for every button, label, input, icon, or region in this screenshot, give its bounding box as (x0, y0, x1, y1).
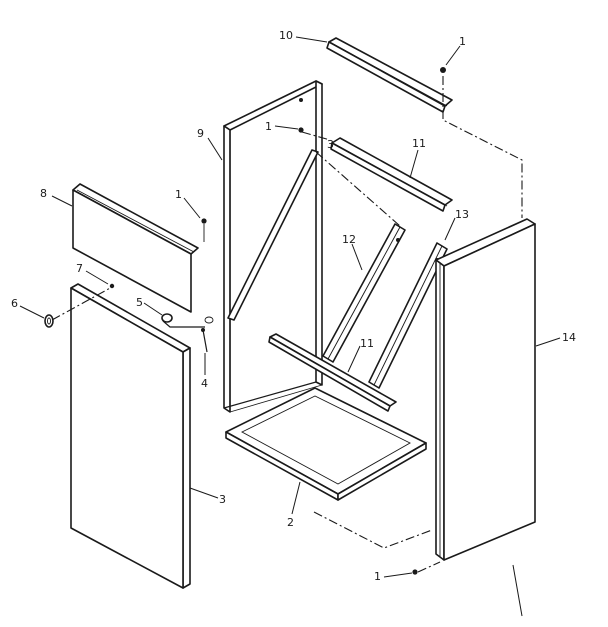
screw-part-1-left (201, 218, 207, 242)
top-rail-part-10 (326, 37, 453, 113)
brace-part-12 (322, 223, 406, 363)
callout-11-top: 11 (412, 137, 426, 150)
lower-front-panel-part-3 (70, 283, 191, 589)
callout-7: 7 (76, 262, 83, 275)
callout-labels: 1 10 9 1 3 11 8 1 13 12 7 6 5 4 11 14 3 … (11, 29, 576, 583)
screw-part-1-bottom (412, 569, 418, 575)
callout-4: 4 (201, 377, 208, 390)
callout-5: 5 (136, 296, 143, 309)
callout-10: 10 (279, 29, 293, 42)
callout-8: 8 (40, 187, 47, 200)
hardware-part-5 (161, 313, 214, 328)
callout-12: 12 (342, 233, 356, 246)
hardware-part-7 (109, 283, 115, 289)
screw-part-1-upper (298, 127, 304, 133)
callout-1-top: 1 (459, 35, 466, 48)
cross-rail-part-11-mid (268, 333, 397, 412)
callout-1-left: 1 (175, 188, 182, 201)
upper-front-panel-part-8 (72, 183, 199, 313)
hardware-part-4 (201, 328, 208, 353)
callout-6: 6 (11, 297, 18, 310)
back-panel-part-9 (223, 80, 323, 413)
side-panel-part-14 (435, 218, 536, 561)
side-rail-part-11-upper (330, 137, 453, 212)
assembly-lines (51, 76, 523, 617)
base-panel-part-2 (225, 387, 427, 501)
callout-leaders (19, 36, 561, 578)
callout-2: 2 (287, 516, 294, 529)
screw-part-1-top (440, 67, 446, 73)
hardware-part-6 (44, 314, 54, 328)
callout-9: 9 (197, 127, 204, 140)
callout-3-upper: 3 (327, 138, 334, 151)
callout-14: 14 (562, 331, 576, 344)
callout-1-upper: 1 (265, 120, 272, 133)
callout-13: 13 (455, 208, 469, 221)
callout-3-lower: 3 (219, 493, 226, 506)
callout-1-bottom: 1 (374, 570, 381, 583)
callout-11-mid: 11 (360, 337, 374, 350)
